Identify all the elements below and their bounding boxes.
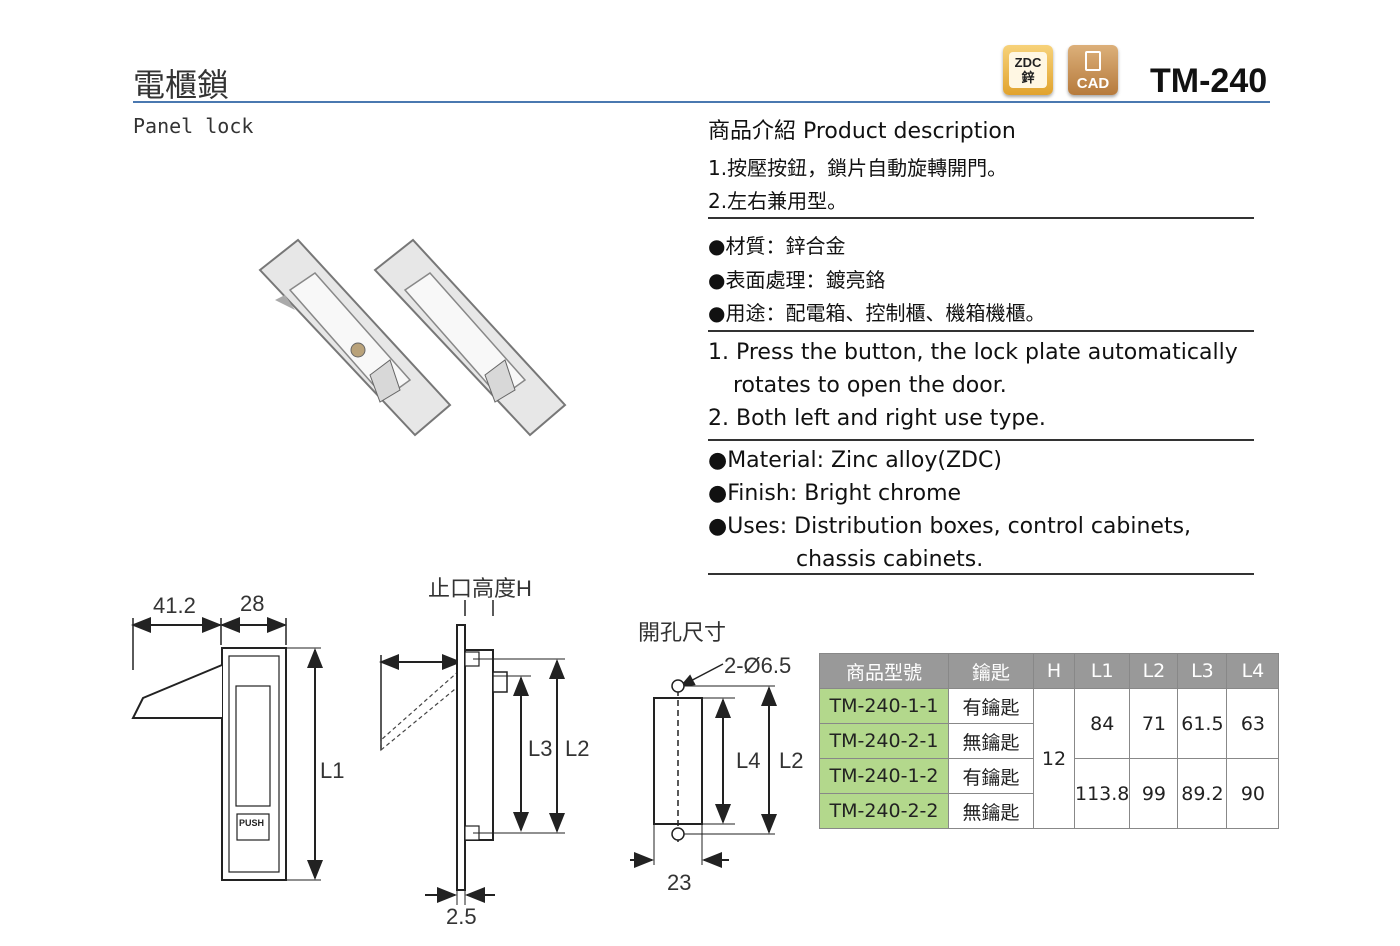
table-row: TM-240-1-2 有鑰匙 113.8 99 89.2 90 xyxy=(819,758,1280,829)
lock-image-left xyxy=(258,238,452,437)
spec-zh-material: ●材質：鋅合金 xyxy=(708,234,846,258)
header-divider xyxy=(133,101,1270,103)
table-row: TM-240-2-1 無鑰匙 xyxy=(819,723,1279,759)
col-key: 鑰匙 xyxy=(948,653,1034,689)
spec-zh-uses: ●用途：配電箱、控制櫃、機箱機櫃。 xyxy=(708,301,1046,325)
key-cell: 無鑰匙 xyxy=(948,723,1034,759)
cutout-drawing xyxy=(630,663,777,868)
l1-cell: 113.8 xyxy=(1073,758,1131,829)
dimension-23: 23 xyxy=(667,870,692,895)
key-cell: 有鑰匙 xyxy=(948,688,1034,724)
spec-en-finish: ●Finish: Bright chrome xyxy=(708,481,962,506)
spec-zh-finish: ●表面處理：鍍亮鉻 xyxy=(708,268,886,292)
col-l3: L3 xyxy=(1177,653,1228,689)
description-heading: 商品介紹 Product description xyxy=(708,119,1016,144)
spec-en-uses-cont: chassis cabinets. xyxy=(796,547,984,572)
zdc-material-badge: ZDC 鋅 xyxy=(1003,45,1053,95)
col-l2: L2 xyxy=(1129,653,1179,689)
product-subtitle: Panel lock xyxy=(133,114,254,138)
badge-zdc-bottom: 鋅 xyxy=(1021,70,1035,85)
dimension-41-2: 41.2 xyxy=(153,593,196,618)
badge-cad-label: CAD xyxy=(1076,75,1110,92)
feature-en-1-cont: rotates to open the door. xyxy=(733,373,1007,398)
model-number: TM-240 xyxy=(1150,62,1268,100)
dimension-l2: L2 xyxy=(565,736,590,761)
divider xyxy=(708,573,1254,575)
push-label: PUSH xyxy=(239,818,265,828)
model-cell: TM-240-1-1 xyxy=(819,688,949,724)
key-cell: 有鑰匙 xyxy=(948,758,1034,794)
divider xyxy=(708,330,1254,332)
dimension-2-5: 2.5 xyxy=(446,904,477,929)
hole-diameter: 2-Ø6.5 xyxy=(724,653,792,678)
dimension-l3: L3 xyxy=(528,736,553,761)
feature-en-1: 1. Press the button, the lock plate auto… xyxy=(708,340,1238,365)
l1-cell: 84 xyxy=(1073,688,1131,759)
divider xyxy=(708,439,1254,441)
l3-cell: 61.5 xyxy=(1177,688,1228,759)
divider xyxy=(708,217,1254,219)
dimension-28: 28 xyxy=(240,591,265,616)
model-cell: TM-240-2-1 xyxy=(819,723,949,759)
col-model: 商品型號 xyxy=(819,653,949,689)
dimension-l2-cutout: L2 xyxy=(779,748,804,773)
table-row: TM-240-2-2 無鑰匙 xyxy=(819,793,1279,829)
l3-cell: 89.2 xyxy=(1177,758,1228,829)
table-row: TM-240-1-1 有鑰匙 12 84 71 61.5 63 xyxy=(819,688,1280,829)
front-view-drawing xyxy=(131,617,323,881)
feature-en-2: 2. Both left and right use type. xyxy=(708,406,1046,431)
dimension-l1: L1 xyxy=(320,758,345,783)
table-header-row: 商品型號 鑰匙 H L1 L2 L3 L4 xyxy=(819,653,1280,689)
model-cell: TM-240-2-2 xyxy=(819,793,949,829)
page-title: 電櫃鎖 xyxy=(133,66,230,104)
document-icon xyxy=(1085,51,1101,71)
col-l1: L1 xyxy=(1073,653,1131,689)
dimension-l4: L4 xyxy=(736,748,761,773)
col-l4: L4 xyxy=(1226,653,1280,689)
cutout-title: 開孔尺寸 xyxy=(638,620,727,645)
feature-zh-2: 2.左右兼用型。 xyxy=(708,189,848,213)
cad-download-badge[interactable]: CAD xyxy=(1068,45,1118,95)
spec-table: 商品型號 鑰匙 H L1 L2 L3 L4 TM-240-1-1 有鑰匙 12 … xyxy=(819,653,1280,829)
lock-image-right xyxy=(373,238,567,437)
l4-cell: 63 xyxy=(1226,688,1280,759)
h-cell: 12 xyxy=(1033,688,1075,829)
stop-height-label: 止口高度H xyxy=(428,576,532,601)
l2-cell: 71 xyxy=(1129,688,1179,759)
key-cell: 無鑰匙 xyxy=(948,793,1034,829)
l4-cell: 90 xyxy=(1226,758,1280,829)
product-photo xyxy=(258,238,567,437)
feature-zh-1: 1.按壓按鈕，鎖片自動旋轉開門。 xyxy=(708,156,1008,180)
l2-cell: 99 xyxy=(1129,758,1179,829)
badge-zdc-top: ZDC xyxy=(1014,55,1042,70)
spec-en-material: ●Material: Zinc alloy(ZDC) xyxy=(708,448,1002,473)
model-cell: TM-240-1-2 xyxy=(819,758,949,794)
col-h: H xyxy=(1033,653,1075,689)
spec-en-uses: ●Uses: Distribution boxes, control cabin… xyxy=(708,514,1192,539)
side-view-drawing xyxy=(379,600,565,905)
